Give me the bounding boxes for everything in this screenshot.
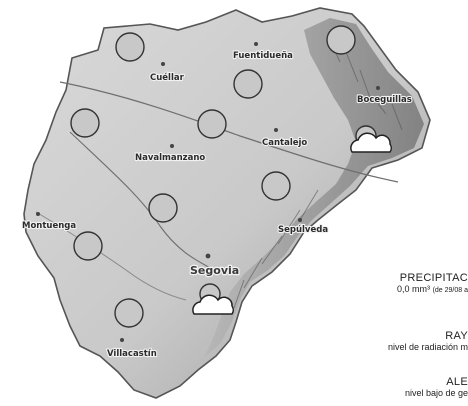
radiation-level: nivel de radiación m — [387, 342, 468, 352]
town-label: Segovia — [190, 264, 239, 277]
sierra-relief — [204, 18, 424, 358]
sun-icon — [148, 193, 178, 223]
town-navalmanzano: Navalmanzano — [134, 144, 207, 164]
sun-behind-cloud-icon — [192, 283, 234, 315]
town-segovia: Segovia — [189, 253, 240, 278]
town-label: Navalmanzano — [135, 153, 205, 163]
sun-icon — [73, 231, 103, 261]
town-label: Boceguillas — [357, 95, 412, 105]
precipitation-heading: PRECIPITAC — [399, 272, 468, 284]
radiation-heading: RAY — [445, 330, 468, 342]
town-label: Montuenga — [22, 221, 76, 231]
town-cantalejo: Cantalejo — [261, 128, 309, 149]
town-montuenga: Montuenga — [21, 212, 77, 232]
allergy-level: nivel bajo de ge — [404, 388, 468, 398]
sun-icon — [70, 108, 100, 138]
town-label: Fuentidueña — [233, 51, 293, 61]
town-villacastin: Villacastín — [106, 338, 158, 360]
sun-icon — [326, 25, 356, 55]
allergy-info: ALE nivel bajo de ge — [405, 376, 468, 398]
precipitation-value: 0,0 mm³ — [397, 284, 431, 294]
town-boceguillas: Boceguillas — [356, 86, 413, 106]
precipitation-period: (de 29/08 a — [432, 287, 468, 294]
town-sepulveda: Sepúlveda — [277, 218, 329, 236]
town-label: Sepúlveda — [278, 225, 328, 235]
allergy-heading: ALE — [446, 376, 468, 388]
sun-icon — [115, 32, 145, 62]
sun-icon — [197, 109, 227, 139]
town-fuentiduena: Fuentidueña — [232, 42, 294, 62]
precipitation-info: PRECIPITAC 0,0 mm³ (de 29/08 a — [397, 272, 468, 294]
river-line — [59, 81, 399, 183]
town-label: Cuéllar — [150, 72, 185, 83]
town-label: Villacastín — [107, 349, 157, 359]
sun-icon — [233, 69, 263, 99]
town-label: Cantalejo — [262, 138, 307, 148]
river-line-3 — [35, 211, 187, 301]
river-line-2 — [69, 131, 215, 271]
radiation-info: RAY nivel de radiación m — [388, 330, 468, 352]
sun-icon — [261, 171, 291, 201]
precipitation-value-line: 0,0 mm³ (de 29/08 a — [397, 284, 468, 294]
sun-behind-cloud-icon — [350, 125, 392, 153]
sun-icon — [114, 298, 144, 328]
town-cuellar: Cuéllar — [149, 62, 186, 84]
